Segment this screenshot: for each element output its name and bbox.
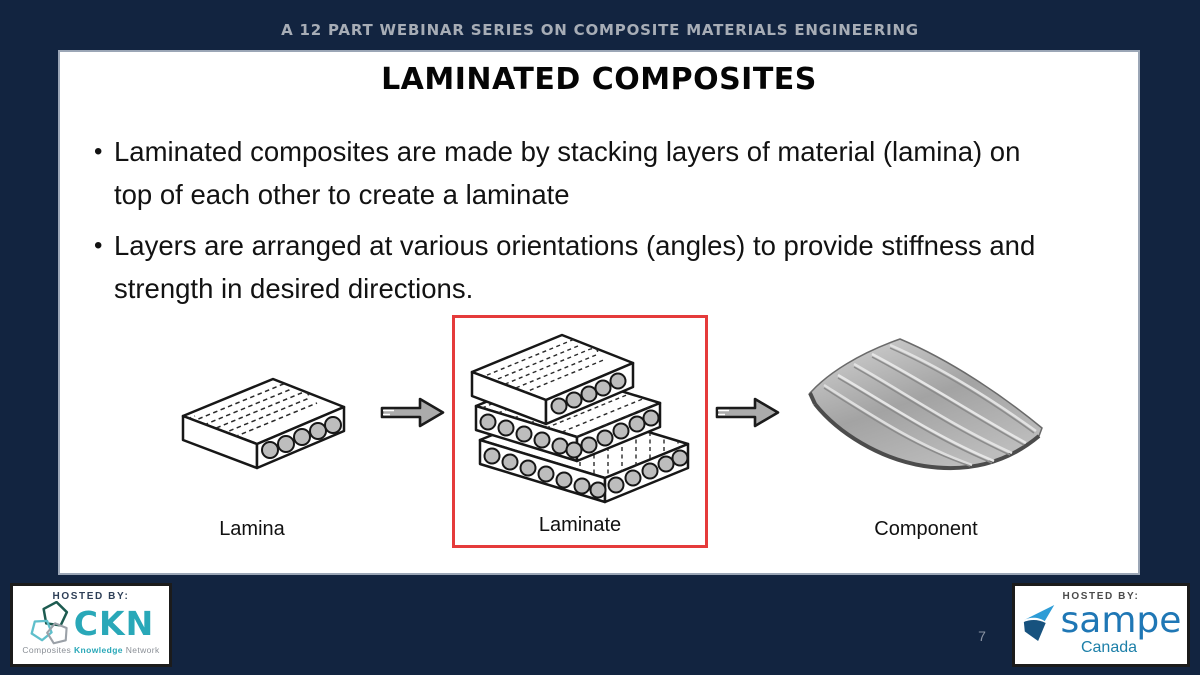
lamina-diagram xyxy=(181,377,346,470)
bullet-marker: • xyxy=(94,138,103,165)
hosted-by-label: HOSTED BY: xyxy=(1062,591,1140,602)
slide-title: LAMINATED COMPOSITES xyxy=(381,62,817,97)
sampe-region: Canada xyxy=(1080,639,1138,656)
bullet-item: • Layers are arranged at various orienta… xyxy=(94,224,1044,310)
laminate-highlight-box: Laminate xyxy=(452,315,708,548)
hosted-by-label: HOSTED BY: xyxy=(52,591,130,602)
tagline-network: Network xyxy=(125,645,160,655)
sampe-logo: sampe xyxy=(1015,602,1187,642)
ckn-logo: CKN xyxy=(13,601,169,645)
figure-label-laminate: Laminate xyxy=(538,514,622,536)
right-arrow-icon xyxy=(380,397,445,428)
bullet-text: Laminated composites are made by stackin… xyxy=(114,136,1021,210)
laminate-diagram xyxy=(470,333,690,504)
bullet-text: Layers are arranged at various orientati… xyxy=(114,230,1036,304)
bullet-list: • Laminated composites are made by stack… xyxy=(94,130,1044,318)
right-arrow-icon xyxy=(715,397,780,428)
figure-label-component: Component xyxy=(874,518,978,540)
webinar-series-header: A 12 PART WEBINAR SERIES ON COMPOSITE MA… xyxy=(281,21,919,39)
ckn-logo-box: HOSTED BY: CKN Composites Knowledge Netw… xyxy=(10,583,172,667)
sampe-mark-icon xyxy=(1023,604,1054,642)
sampe-logo-box: HOSTED BY: sampe Canada xyxy=(1012,583,1190,667)
ckn-pentagons-icon xyxy=(30,601,68,645)
component-diagram xyxy=(808,338,1043,471)
tagline-composites: Composites xyxy=(22,645,72,655)
ckn-tagline: Composites Knowledge Network xyxy=(13,645,169,655)
ckn-wordmark: CKN xyxy=(73,603,155,643)
tagline-knowledge: Knowledge xyxy=(73,645,123,655)
page-number: 7 xyxy=(978,628,986,644)
figure-label-lamina: Lamina xyxy=(219,518,285,540)
bullet-marker: • xyxy=(94,232,103,259)
sampe-wordmark: sampe xyxy=(1060,600,1182,641)
bullet-item: • Laminated composites are made by stack… xyxy=(94,130,1044,216)
